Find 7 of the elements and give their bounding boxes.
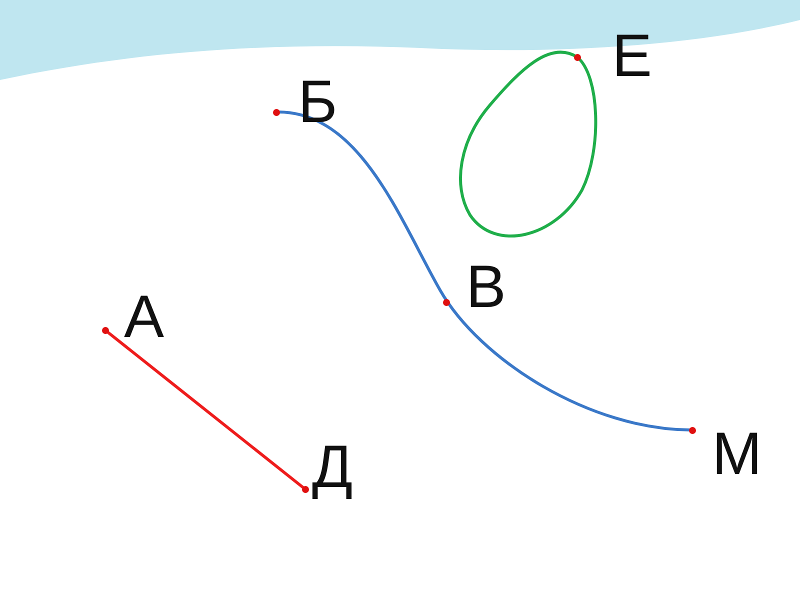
- closed-curve: [459, 50, 598, 238]
- point-label: А: [124, 287, 164, 347]
- point-label: М: [712, 424, 762, 484]
- point-label: Б: [298, 72, 338, 132]
- point-label: Е: [612, 26, 652, 86]
- point-label: Д: [312, 437, 353, 497]
- point-label: В: [466, 257, 506, 317]
